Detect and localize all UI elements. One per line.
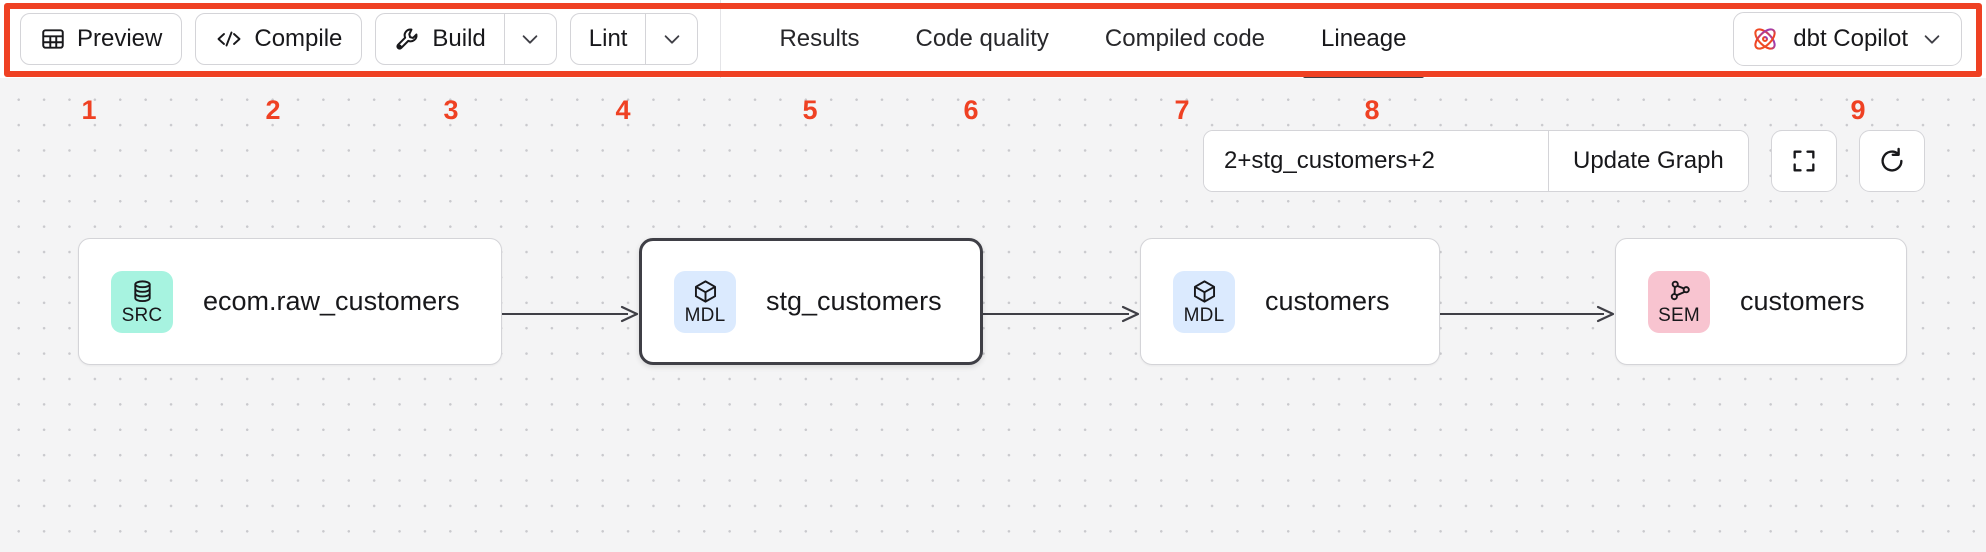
lint-button[interactable]: Lint	[571, 14, 646, 64]
node-label-customers-model: customers	[1265, 286, 1390, 316]
tab-results[interactable]: Results	[751, 0, 887, 78]
tab-lineage-label: Lineage	[1321, 25, 1407, 52]
code-icon	[215, 26, 243, 52]
node-badge-src-label: SRC	[121, 305, 163, 326]
toolbar-divider	[720, 0, 722, 78]
selector-group: 2+stg_customers+2 Update Graph	[1203, 130, 1749, 192]
lineage-node-customers-semantic[interactable]: SEM customers	[1615, 238, 1907, 365]
node-badge-src: SRC	[111, 270, 173, 333]
toolbar-right: dbt Copilot	[1733, 12, 1986, 66]
graph-selector-input[interactable]: 2+stg_customers+2	[1204, 131, 1548, 191]
top-toolbar: Preview Compile	[0, 0, 1986, 78]
build-button-label: Build	[432, 25, 486, 52]
build-button[interactable]: Build	[376, 14, 503, 64]
chevron-down-icon	[1921, 28, 1943, 50]
database-icon	[129, 278, 156, 305]
lineage-node-ecom-raw-customers[interactable]: SRC ecom.raw_customers	[78, 238, 502, 365]
fullscreen-icon	[1790, 147, 1818, 175]
preview-button-label: Preview	[77, 25, 163, 52]
tab-lineage[interactable]: Lineage	[1293, 0, 1434, 78]
graph-controls: 2+stg_customers+2 Update Graph	[1203, 130, 1925, 192]
dbt-copilot-atom-icon	[1750, 24, 1780, 54]
node-label-stg-customers: stg_customers	[766, 286, 942, 316]
edge-raw-to-stg	[502, 305, 639, 323]
annotation-number-9: 9	[1850, 95, 1866, 125]
build-dropdown-toggle[interactable]	[503, 14, 556, 64]
dbt-copilot-label: dbt Copilot	[1793, 25, 1908, 52]
node-label-ecom-raw-customers: ecom.raw_customers	[203, 286, 460, 316]
tab-results-label: Results	[779, 25, 860, 52]
lint-button-label: Lint	[588, 25, 628, 52]
lint-button-group: Lint	[569, 13, 699, 65]
annotation-number-5: 5	[802, 95, 818, 125]
node-badge-mdl-label: MDL	[1183, 305, 1225, 326]
preview-button[interactable]: Preview	[20, 13, 183, 65]
wrench-icon	[394, 26, 421, 53]
node-badge-mdl-label: MDL	[684, 305, 726, 326]
action-button-group: Preview Compile	[0, 0, 699, 78]
refresh-icon	[1877, 146, 1907, 176]
fit-view-button[interactable]	[1770, 130, 1837, 192]
lineage-node-stg-customers[interactable]: MDL stg_customers	[639, 238, 983, 365]
annotation-number-6: 6	[963, 95, 979, 125]
annotation-number-2: 2	[265, 95, 281, 125]
node-badge-mdl: MDL	[674, 270, 736, 333]
edge-stg-to-customers	[983, 305, 1140, 323]
node-badge-sem-label: SEM	[1658, 305, 1700, 326]
tab-compiled-code-label: Compiled code	[1104, 25, 1266, 52]
annotation-number-7: 7	[1174, 95, 1190, 125]
table-icon	[40, 26, 66, 52]
node-badge-mdl: MDL	[1173, 270, 1235, 333]
tab-bar: Results Code quality Compiled code Linea…	[721, 0, 1434, 78]
dbt-copilot-button[interactable]: dbt Copilot	[1733, 12, 1962, 66]
update-graph-button[interactable]: Update Graph	[1548, 131, 1748, 191]
cube-icon	[1191, 278, 1218, 305]
annotation-number-4: 4	[615, 95, 631, 125]
chevron-down-icon	[661, 28, 683, 50]
annotation-number-8: 8	[1364, 95, 1380, 125]
refresh-graph-button[interactable]	[1858, 130, 1925, 192]
node-label-customers-semantic: customers	[1740, 286, 1865, 316]
tab-compiled-code[interactable]: Compiled code	[1077, 0, 1293, 78]
node-badge-sem: SEM	[1648, 270, 1710, 333]
tab-code-quality[interactable]: Code quality	[888, 0, 1077, 78]
tab-code-quality-label: Code quality	[915, 25, 1049, 52]
annotation-number-3: 3	[443, 95, 459, 125]
edge-customers-to-semantic	[1440, 305, 1615, 323]
semantic-graph-icon	[1666, 278, 1693, 305]
cube-icon	[692, 278, 719, 305]
chevron-down-icon	[519, 28, 541, 50]
compile-button-label: Compile	[254, 25, 343, 52]
lineage-node-customers-model[interactable]: MDL customers	[1140, 238, 1440, 365]
build-button-group: Build	[375, 13, 557, 65]
lint-dropdown-toggle[interactable]	[645, 14, 697, 64]
annotation-number-1: 1	[81, 95, 97, 125]
compile-button[interactable]: Compile	[195, 13, 363, 65]
